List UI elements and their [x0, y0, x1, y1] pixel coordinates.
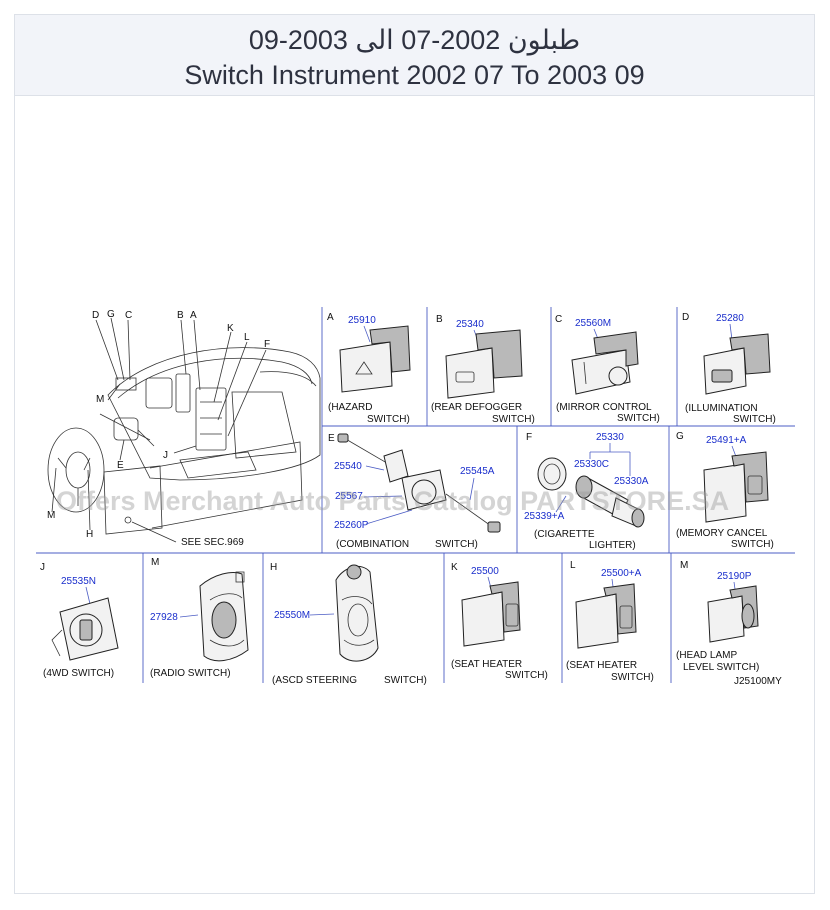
callout-m-lower: M — [47, 510, 55, 521]
panel-h-ascd-steering-switch: H 25550M (ASCD STEERING SWITCH) — [270, 562, 427, 686]
part-number: 27928 — [150, 612, 178, 623]
part-number: 25550M — [274, 610, 310, 621]
part-number: 25340 — [456, 319, 484, 330]
panel-d-illumination-switch: D 25280 (ILLUMINATION SWITCH) — [682, 312, 776, 425]
svg-text:E: E — [328, 433, 335, 444]
svg-text:SWITCH): SWITCH) — [617, 413, 660, 424]
watermark-text: Offers Merchant Auto Parts Catalog PARTS… — [56, 486, 729, 516]
svg-text:(HAZARD: (HAZARD — [328, 402, 372, 413]
callout-d: D — [92, 310, 99, 321]
svg-text:LEVEL SWITCH): LEVEL SWITCH) — [683, 662, 759, 673]
part-number: 25339+A — [524, 511, 565, 522]
svg-text:L: L — [570, 560, 576, 571]
svg-text:(COMBINATION: (COMBINATION — [336, 539, 409, 550]
svg-text:LIGHTER): LIGHTER) — [589, 540, 636, 551]
svg-text:(4WD SWITCH): (4WD SWITCH) — [43, 668, 114, 679]
svg-text:K: K — [451, 562, 458, 573]
svg-text:SWITCH): SWITCH) — [492, 414, 535, 425]
svg-text:(SEAT HEATER: (SEAT HEATER — [566, 660, 637, 671]
callout-h: H — [86, 529, 93, 540]
diagram-code: J25100MY — [734, 676, 782, 687]
panel-l-seat-heater-switch: L 25500+A (SEAT HEATER SWITCH) — [566, 560, 654, 683]
svg-text:SWITCH): SWITCH) — [733, 414, 776, 425]
part-number: 25540 — [334, 461, 362, 472]
callout-m-upper: M — [96, 394, 104, 405]
panel-m-head-lamp-level-switch: M 25190P (HEAD LAMP LEVEL SWITCH) — [676, 560, 759, 673]
svg-text:M: M — [151, 557, 159, 568]
svg-text:SWITCH): SWITCH) — [384, 675, 427, 686]
svg-text:D: D — [682, 312, 689, 323]
svg-text:H: H — [270, 562, 277, 573]
part-number: 25491+A — [706, 435, 747, 446]
svg-text:SWITCH): SWITCH) — [505, 670, 548, 681]
panel-a-hazard-switch: A 25910 (HAZARD SWITCH) — [327, 312, 411, 425]
title-arabic: طبلون 2002-07 الى 2003-09 — [248, 25, 581, 55]
panel-g-memory-cancel-switch: G 25491+A (MEMORY CANCEL SWITCH) — [676, 431, 774, 550]
callout-g: G — [107, 309, 115, 320]
part-number: 25280 — [716, 313, 744, 324]
part-number: 25567 — [335, 491, 363, 502]
part-number: 25330C — [574, 459, 609, 470]
page-header: طبلون 2002-07 الى 2003-09 Switch Instrum… — [15, 15, 814, 96]
callout-k: K — [227, 323, 234, 334]
svg-text:(SEAT HEATER: (SEAT HEATER — [451, 659, 522, 670]
part-number: 25190P — [717, 571, 752, 582]
panel-f-cigarette-lighter: F 25330 25330C 25330A 25339+A (CIGARETTE… — [524, 432, 649, 551]
svg-text:B: B — [436, 314, 443, 325]
svg-text:(REAR DEFOGGER: (REAR DEFOGGER — [431, 402, 522, 413]
title-english: Switch Instrument 2002 07 To 2003 09 — [184, 60, 645, 90]
part-number: 25560M — [575, 318, 611, 329]
panel-j-4wd-switch: J 25535N (4WD SWITCH) — [40, 562, 119, 679]
panel-c-mirror-control-switch: C 25560M (MIRROR CONTROL SWITCH) — [555, 314, 660, 424]
svg-text:(RADIO SWITCH): (RADIO SWITCH) — [150, 668, 231, 679]
part-number: 25500 — [471, 566, 499, 577]
svg-text:SWITCH): SWITCH) — [611, 672, 654, 683]
panel-b-rear-defogger-switch: B 25340 (REAR DEFOGGER SWITCH) — [431, 314, 535, 425]
svg-text:(CIGARETTE: (CIGARETTE — [534, 529, 595, 540]
part-number: 25535N — [61, 576, 96, 587]
panel-k-seat-heater-switch: K 25500 (SEAT HEATER SWITCH) — [451, 562, 548, 681]
panel-m-radio-switch: M 27928 (RADIO SWITCH) — [150, 557, 249, 679]
part-number: 25545A — [460, 466, 495, 477]
callout-f: F — [264, 339, 270, 350]
dashboard-overview — [47, 317, 321, 543]
page-frame: طبلون 2002-07 الى 2003-09 Switch Instrum… — [14, 14, 815, 894]
svg-text:(MEMORY CANCEL: (MEMORY CANCEL — [676, 528, 768, 539]
part-number: 25260P — [334, 520, 369, 531]
part-number: 25330A — [614, 476, 649, 487]
part-number: 25910 — [348, 315, 376, 326]
svg-text:J: J — [40, 562, 45, 573]
svg-text:G: G — [676, 431, 684, 442]
part-number: 25500+A — [601, 568, 642, 579]
svg-text:SWITCH): SWITCH) — [435, 539, 478, 550]
callout-l: L — [244, 332, 250, 343]
svg-text:C: C — [555, 314, 562, 325]
svg-text:M: M — [680, 560, 688, 571]
callout-b: B — [177, 310, 184, 321]
svg-text:(ILLUMINATION: (ILLUMINATION — [685, 403, 758, 414]
svg-text:(HEAD LAMP: (HEAD LAMP — [676, 650, 737, 661]
svg-text:SWITCH): SWITCH) — [731, 539, 774, 550]
callout-j: J — [163, 450, 168, 461]
callout-c: C — [125, 310, 132, 321]
svg-text:SWITCH): SWITCH) — [367, 414, 410, 425]
svg-text:A: A — [327, 312, 334, 323]
part-number: 25330 — [596, 432, 624, 443]
callout-a: A — [190, 310, 197, 321]
see-section-note: SEE SEC.969 — [181, 537, 244, 548]
panel-e-combination-switch: E 25540 25567 25545A 25260P (COMBINATION… — [328, 433, 501, 550]
svg-text:(ASCD STEERING: (ASCD STEERING — [272, 675, 357, 686]
svg-text:F: F — [526, 432, 532, 443]
panel-dividers — [36, 307, 795, 683]
dashboard-callouts: D G C B A K L F M E J M H SEE SEC.969 — [47, 309, 270, 548]
callout-e: E — [117, 460, 124, 471]
svg-text:(MIRROR CONTROL: (MIRROR CONTROL — [556, 402, 652, 413]
